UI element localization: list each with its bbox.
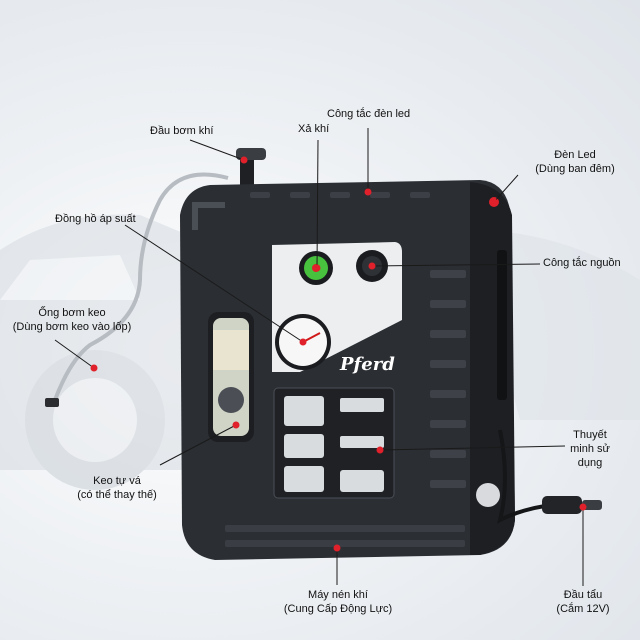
label-keo-tu-va-line2: (có thể thay thế)	[77, 489, 157, 501]
hose-nozzle	[45, 398, 59, 407]
label-dong-ho-ap-suat: Đồng hồ áp suất	[55, 213, 136, 225]
sealant-bottle	[208, 312, 254, 442]
callout-markers	[90, 156, 587, 552]
instruction-panel	[273, 387, 395, 499]
label-may-nen-khi: Máy nén khí (Cung Cấp Động Lực)	[268, 588, 408, 616]
label-cong-tac-den-led: Công tắc đèn led	[327, 108, 411, 120]
cigarette-plug	[542, 496, 602, 514]
side-slot	[497, 250, 507, 400]
brand-logo: Pferd	[339, 354, 395, 375]
label-ong-bom-keo-line1: Ống bơm keo	[38, 307, 106, 319]
label-dau-bom-khi: Đầu bơm khí	[150, 125, 214, 137]
label-dau-tau-line2: (Cắm 12V)	[556, 603, 610, 615]
label-may-nen-khi-line1: Máy nén khí	[308, 589, 368, 601]
label-den-led: Đèn Led (Dùng ban đêm)	[515, 148, 635, 176]
label-thuyet-minh-line3: dụng	[577, 457, 603, 469]
callout-lines	[54, 128, 584, 586]
label-ong-bom-keo: Ống bơm keo (Dùng bơm keo vào lốp)	[2, 306, 142, 334]
label-dau-tau: Đầu tẩu (Cắm 12V)	[548, 588, 618, 616]
hose	[53, 172, 229, 401]
label-may-nen-khi-line2: (Cung Cấp Động Lực)	[283, 603, 393, 615]
power-cable	[497, 429, 546, 524]
label-den-led-line1: Đèn Led	[554, 149, 596, 161]
label-keo-tu-va: Keo tự vá (có thể thay thế)	[62, 474, 172, 502]
label-dau-tau-line1: Đầu tẩu	[563, 589, 603, 601]
label-den-led-line2: (Dùng ban đêm)	[535, 163, 615, 175]
label-keo-tu-va-line1: Keo tự vá	[93, 475, 141, 487]
side-badge	[476, 483, 500, 507]
air-chuck	[236, 148, 266, 188]
label-ong-bom-keo-line2: (Dùng bơm keo vào lốp)	[12, 321, 132, 333]
label-xa-khi: Xả khí	[298, 123, 330, 135]
label-thuyet-minh-line2: minh sử	[570, 443, 610, 455]
label-cong-tac-nguon: Công tắc nguồn	[543, 257, 621, 269]
label-thuyet-minh-line1: Thuyết	[573, 429, 607, 441]
label-thuyet-minh: Thuyết minh sử dụng	[560, 428, 620, 470]
